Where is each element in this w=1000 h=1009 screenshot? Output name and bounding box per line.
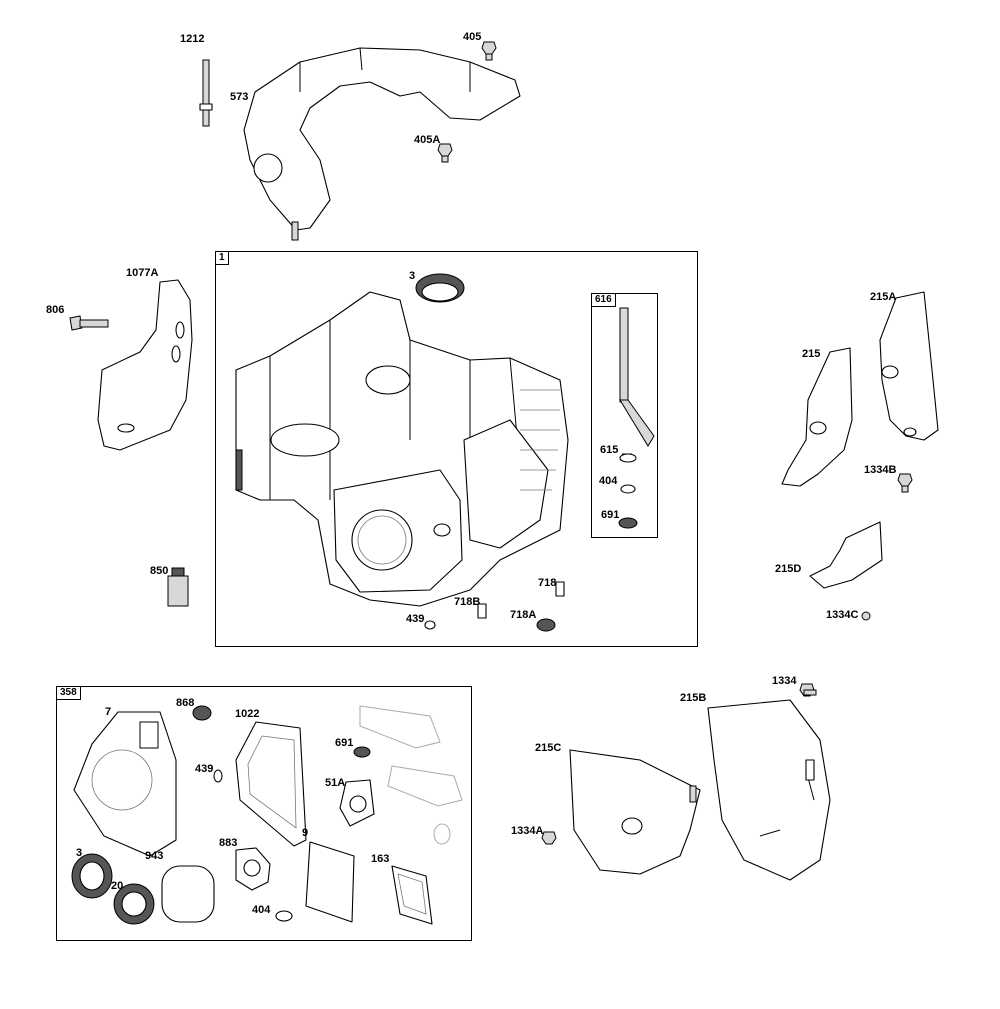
dipstick-616 [618,307,655,529]
gasket-943 [161,865,215,923]
bolt-1334b [897,473,913,493]
label-405: 405 [463,31,482,43]
label-691-top: 691 [601,509,620,521]
group-tag-dipstick: 616 [591,293,616,307]
label-215b: 215B [680,692,707,704]
gasket-1022 [235,721,307,847]
seal-3-kit [71,853,113,899]
label-404-kit: 404 [252,904,271,916]
label-1334c: 1334C [826,609,859,621]
label-943: 943 [145,850,164,862]
label-718b: 718B [454,596,481,608]
label-573: 573 [230,91,249,103]
plate-215d [809,521,883,589]
seal-3-top [415,273,465,303]
group-box-dipstick [591,293,658,538]
crankcase-1 [235,291,569,607]
label-20: 20 [111,880,124,892]
sealant-tube-850 [167,567,189,607]
gasket-883 [235,847,271,891]
label-850: 850 [150,565,169,577]
gasket-163 [391,865,433,925]
washer-404-kit [275,910,293,922]
spacer-868 [192,705,212,721]
shroud-215a [879,291,939,441]
ghost-gaskets [359,705,463,845]
label-9: 9 [302,827,309,839]
label-215: 215 [802,348,821,360]
label-163: 163 [371,853,390,865]
shroud-215c [569,749,701,875]
pin-718 [555,581,565,597]
label-215c: 215C [535,742,562,754]
bolt-405a [437,143,453,163]
washer-439-top [424,620,436,630]
label-404-top: 404 [599,475,618,487]
shroud-215b [707,699,831,881]
washer-439-kit [213,769,223,783]
group-box-main [215,251,698,647]
bolt-405 [481,41,497,61]
label-883: 883 [219,837,238,849]
label-691-kit: 691 [335,737,354,749]
label-405a: 405A [414,134,441,146]
pin-718a [536,618,556,632]
label-718: 718 [538,577,557,589]
label-3-kit: 3 [76,847,83,859]
label-7: 7 [105,706,112,718]
baffle-573 [243,47,521,241]
label-439-top: 439 [406,613,425,625]
group-tag-gasket-kit: 358 [56,686,81,700]
label-215a: 215A [870,291,897,303]
label-439-kit: 439 [195,763,214,775]
label-1077a: 1077A [126,267,159,279]
seal-691-kit [353,746,371,758]
shroud-215 [781,347,853,487]
screw-1334c [861,611,871,621]
pin-718b [477,603,487,619]
label-868: 868 [176,697,195,709]
gasket-51a [339,779,375,827]
label-215d: 215D [775,563,802,575]
head-gasket-7 [73,711,177,857]
label-51a: 51A [325,777,346,789]
seal-20 [113,883,155,925]
label-1334: 1334 [772,675,797,687]
label-1334b: 1334B [864,464,897,476]
gasket-9 [305,841,355,923]
label-3-top: 3 [409,270,416,282]
bolt-1334a [541,831,557,845]
label-718a: 718A [510,609,537,621]
label-615: 615 [600,444,619,456]
bolt-806 [69,315,109,331]
stud-1212 [199,59,213,127]
label-1212: 1212 [180,33,205,45]
label-806: 806 [46,304,65,316]
group-tag-main: 1 [215,251,229,265]
label-1334a: 1334A [511,825,544,837]
bracket-1077a [97,279,193,451]
bolt-1334 [799,683,817,697]
label-1022: 1022 [235,708,260,720]
group-box-gasket-kit [56,686,472,941]
